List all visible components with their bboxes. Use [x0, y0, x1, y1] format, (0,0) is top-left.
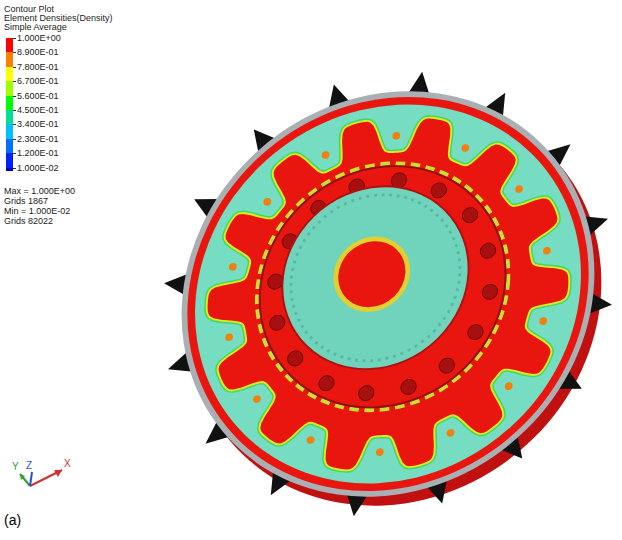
density-spot	[376, 448, 384, 456]
bolt-hole	[401, 379, 417, 395]
legend-tick	[13, 67, 16, 68]
legend-value: 8.900E-01	[17, 47, 59, 57]
density-spot	[225, 333, 233, 341]
gear-illustration	[151, 61, 622, 526]
legend-value: 1.000E+00	[17, 33, 61, 43]
color-swatch	[6, 168, 13, 171]
color-swatch	[6, 38, 13, 52]
legend-tick	[13, 139, 16, 140]
legend-value: 1.000E-02	[17, 163, 59, 173]
color-swatch	[6, 153, 13, 167]
density-spot	[229, 263, 237, 271]
density-spot	[461, 144, 469, 152]
low-density-region	[185, 95, 590, 493]
density-transition	[199, 111, 578, 477]
high-density-region	[199, 111, 578, 477]
color-swatch	[6, 52, 13, 66]
density-spot	[263, 198, 271, 206]
density-spot	[543, 247, 551, 255]
color-swatch	[6, 81, 13, 95]
bolt-hole	[269, 315, 285, 331]
bolt-hole	[480, 243, 496, 259]
legend-tick	[13, 168, 16, 169]
bolt-hole	[267, 274, 283, 290]
plot-info: Grids 82022	[4, 216, 53, 226]
legend-tick	[13, 96, 16, 97]
red-rim	[177, 87, 598, 501]
bolt-hole	[467, 324, 483, 340]
legend-value: 3.400E-01	[17, 119, 59, 129]
bolt-hole	[287, 350, 303, 366]
color-swatch	[6, 96, 13, 110]
bolt-hole	[462, 207, 478, 223]
density-spot	[307, 436, 315, 444]
color-swatch	[6, 139, 13, 153]
axis-label: X	[64, 459, 71, 469]
plot-info: Max = 1.000E+00	[4, 186, 75, 196]
legend-tick	[13, 52, 16, 53]
color-swatch	[6, 67, 13, 81]
plot-info: Contour Plot	[4, 4, 54, 14]
plot-info: Min = 1.000E-02	[4, 206, 70, 216]
color-swatch	[6, 110, 13, 124]
density-transition	[199, 111, 578, 477]
plot-shape	[278, 182, 474, 374]
inner-texture	[287, 191, 464, 365]
axis-label: Y	[12, 462, 19, 472]
legend-value: 4.500E-01	[17, 105, 59, 115]
density-spot	[446, 429, 454, 437]
legend-value: 7.800E-01	[17, 62, 59, 72]
density-spot	[515, 185, 523, 193]
figure-caption: (a)	[4, 512, 21, 528]
legend-tick	[13, 38, 16, 39]
plot-info: Grids 1867	[4, 196, 48, 206]
bolt-hole	[318, 375, 334, 391]
density-spot	[322, 151, 330, 159]
ring-transition	[251, 157, 515, 417]
axis-triad	[20, 470, 62, 486]
axis-label: Z	[26, 461, 32, 471]
plot-info: Element Densities(Density)	[4, 13, 113, 23]
legend-value: 2.300E-01	[17, 134, 59, 144]
inner-region	[278, 182, 474, 374]
density-spot	[539, 317, 547, 325]
legend-tick	[13, 153, 16, 154]
plot-shape	[151, 61, 622, 526]
density-spot	[505, 382, 513, 390]
plot-info: Simple Average	[4, 22, 67, 32]
legend-value: 1.200E-01	[17, 148, 59, 158]
plot-shape	[251, 157, 515, 417]
bolt-hole	[358, 385, 374, 401]
density-spot	[253, 395, 261, 403]
core-transition	[332, 235, 413, 314]
legend-value: 5.600E-01	[17, 91, 59, 101]
core-region	[337, 240, 408, 309]
hub-ring	[254, 160, 512, 414]
legend-value: 6.700E-01	[17, 76, 59, 86]
bolt-hole	[431, 182, 447, 198]
bolt-hole	[439, 358, 455, 374]
legend-tick	[13, 81, 16, 82]
legend-tick	[13, 110, 16, 111]
legend-tick	[13, 124, 16, 125]
color-swatch	[6, 124, 13, 138]
density-spot	[392, 132, 400, 140]
bolt-hole	[482, 284, 498, 300]
outer-rim	[171, 81, 604, 507]
